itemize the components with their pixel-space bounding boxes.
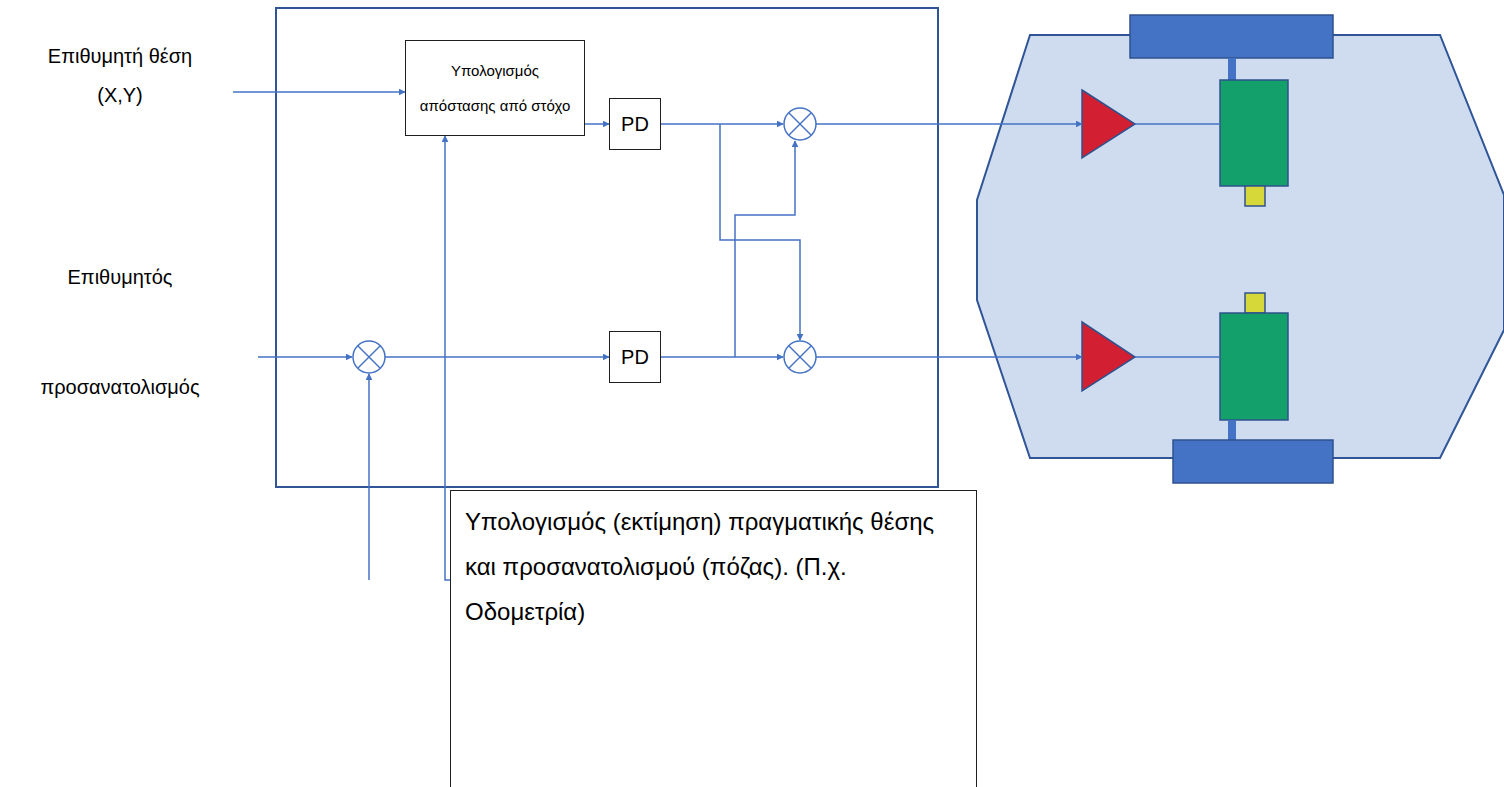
axle: [1228, 420, 1236, 440]
signal-line: [233, 91, 405, 93]
node-text: PD: [614, 112, 656, 136]
cross-line: [735, 141, 795, 357]
controller-frame: [276, 8, 938, 487]
feedback-line: [368, 374, 370, 580]
cross-line: [720, 124, 800, 340]
signal-line: [816, 356, 1082, 358]
wire: [1135, 123, 1220, 125]
summing-junction: [353, 341, 385, 373]
summing-junction: [784, 108, 816, 140]
node-text: Υπολογισμός απόστασης από στόχο: [412, 53, 578, 123]
motor: [1220, 313, 1288, 420]
signal-line: [661, 123, 783, 125]
wire: [1135, 356, 1220, 358]
input-label: Επιθυμητή θέση (X,Y): [35, 37, 205, 115]
encoder: [1245, 186, 1265, 206]
process-box: Υπολογισμός απόστασης από στόχο: [405, 40, 585, 136]
signal-line: [816, 123, 1082, 125]
signal-line: [258, 356, 352, 358]
controller-box: PD: [609, 331, 661, 383]
summing-junction: [784, 341, 816, 373]
estimator-box: Υπολογισμός (εκτίμηση) πραγματικής θέσης…: [450, 490, 977, 787]
motor: [1220, 80, 1288, 186]
signal-line: [385, 356, 609, 358]
wheel: [1173, 440, 1333, 483]
node-text: PD: [614, 345, 656, 369]
signal-line: [661, 356, 783, 358]
amplifier: [1082, 90, 1135, 158]
controller-box: PD: [609, 98, 661, 150]
amplifier: [1082, 322, 1135, 391]
robot-body: [977, 35, 1504, 458]
wheel: [1130, 15, 1333, 58]
axle: [1228, 58, 1236, 80]
node-text: Υπολογισμός (εκτίμηση) πραγματικής θέσης…: [465, 499, 962, 634]
encoder: [1245, 293, 1265, 313]
signal-connector: [585, 123, 609, 125]
input-label: Επιθυμητός προσανατολισμός: [15, 222, 225, 442]
